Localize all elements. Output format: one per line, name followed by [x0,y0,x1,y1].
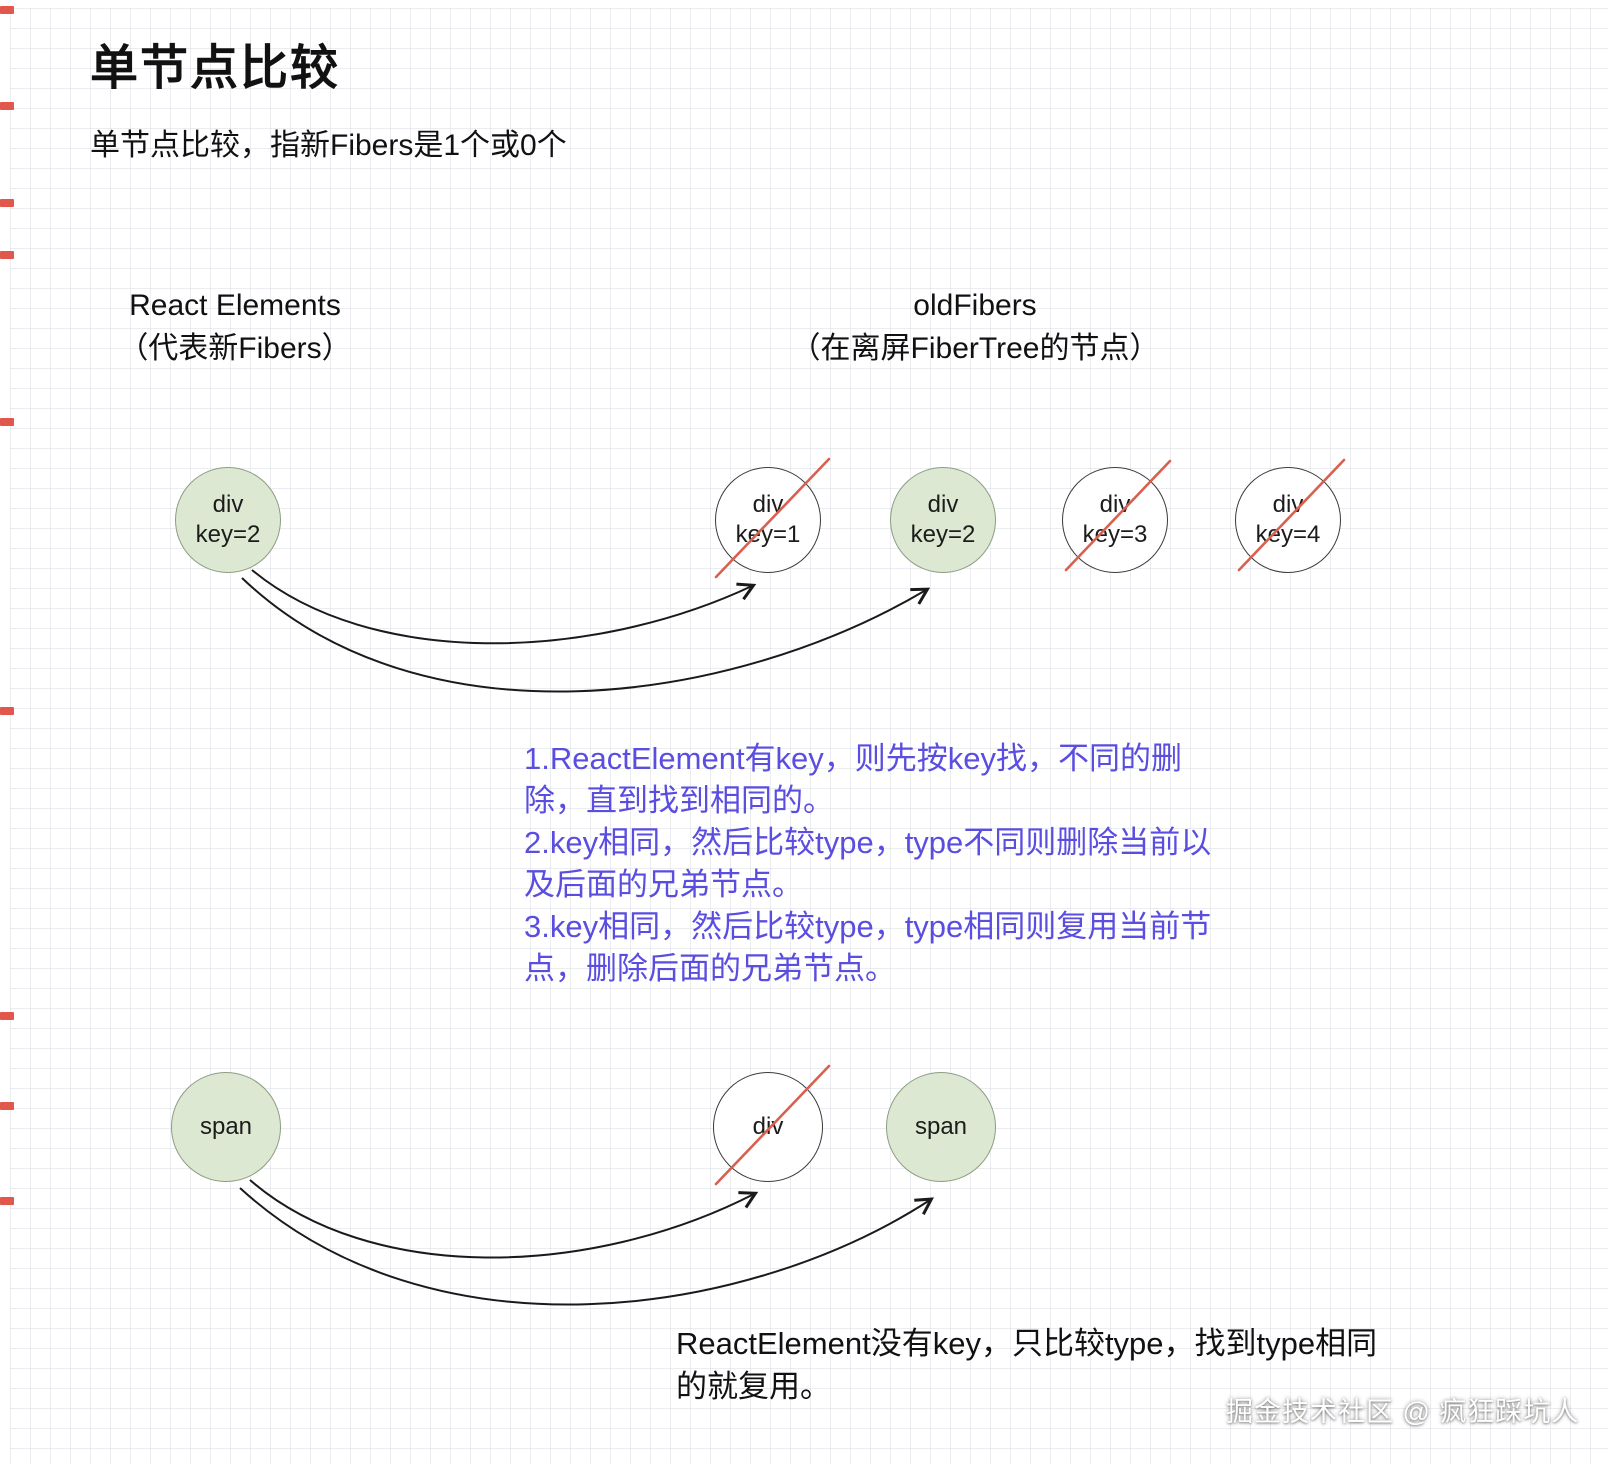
column-header-react-elements-line1: React Elements [129,289,341,322]
fiber-node-old-div-key2: div key=2 [890,467,996,573]
node-tag: div [1272,491,1304,518]
node-tag: div [752,1113,784,1140]
edge-marker [0,199,14,207]
node-tag: span [914,1113,968,1140]
notes-unkeyed-comparison: ReactElement没有key，只比较type，找到type相同 的就复用。 [676,1326,1378,1404]
node-tag: div [927,491,959,518]
fiber-node-old-span: span [886,1072,996,1182]
column-header-old-fibers-line1: oldFibers [913,289,1037,322]
node-key: key=2 [195,521,261,548]
fiber-node-old-div-key4: div key=4 [1235,467,1341,573]
node-key: key=1 [735,521,801,548]
node-key: key=4 [1255,521,1321,548]
fiber-node-old-div-key1: div key=1 [715,467,821,573]
subtitle: 单节点比较，指新Fibers是1个或0个 [90,129,567,162]
node-key: key=3 [1082,521,1148,548]
column-header-react-elements: React Elements （代表新Fibers） [70,284,400,370]
edge-marker [0,251,14,259]
column-header-old-fibers: oldFibers （在离屏FiberTree的节点） [770,284,1180,370]
fiber-node-old-div-key3: div key=3 [1062,467,1168,573]
node-tag: span [199,1113,253,1140]
page-title: 单节点比较 [90,42,341,95]
edge-marker [0,1012,14,1020]
column-header-react-elements-line2: （代表新Fibers） [118,332,352,365]
notes-keyed-comparison: 1.ReactElement有key，则先按key找，不同的删 除，直到找到相同… [524,741,1212,986]
watermark: 掘金技术社区 @ 疯狂踩坑人 [1226,1397,1580,1427]
column-header-old-fibers-line2: （在离屏FiberTree的节点） [790,332,1160,365]
node-tag: div [752,491,784,518]
fiber-node-new-span: span [171,1072,281,1182]
edge-marker [0,707,14,715]
edge-marker [0,102,14,110]
node-tag: div [1099,491,1131,518]
node-tag: div [212,491,244,518]
fiber-node-new-div-key2: div key=2 [175,467,281,573]
fiber-node-old-div: div [713,1072,823,1182]
edge-marker [0,1197,14,1205]
edge-marker [0,1102,14,1110]
edge-marker [0,418,14,426]
grid-background [10,8,1608,1464]
node-key: key=2 [910,521,976,548]
edge-marker [0,6,14,14]
